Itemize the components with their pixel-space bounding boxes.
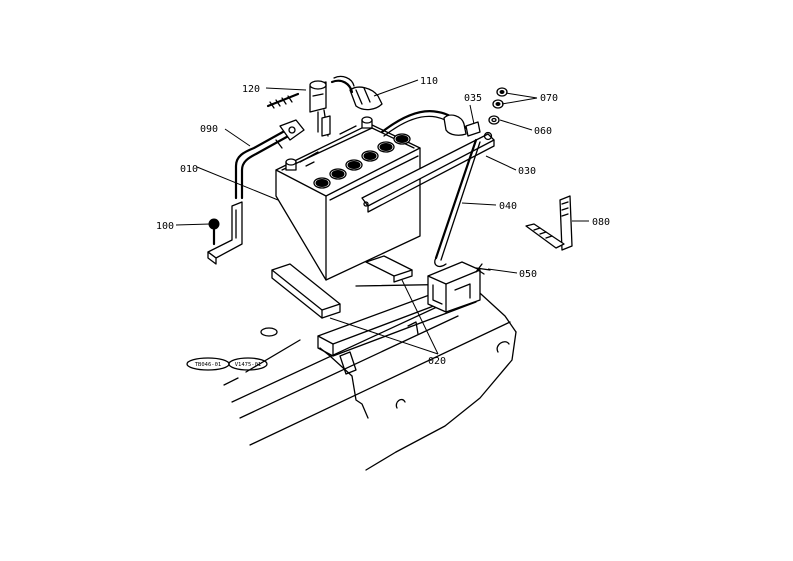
label-010: 010 [180,164,198,175]
label-060: 060 [534,126,552,137]
switch-120 [266,80,331,137]
pin-050 [475,263,491,273]
code-right: V1475-01 [235,362,262,368]
rod-040 [434,138,481,268]
part-labels: 120 110 090 010 100 035 070 060 030 040 … [156,76,610,367]
washers-060-070 [488,87,508,125]
label-035: 035 [464,93,482,104]
strap-080 [525,195,573,251]
label-110: 110 [420,76,438,87]
chassis-frame [223,283,517,471]
label-100: 100 [156,221,174,232]
leader-lines [175,79,589,355]
label-070: 070 [540,93,558,104]
label-120: 120 [242,84,260,95]
ground-strap-100 [207,201,243,265]
label-090: 090 [200,124,218,135]
label-050: 050 [519,269,537,280]
label-030: 030 [518,166,536,177]
label-020: 020 [428,356,446,367]
code-left: TB046-01 [195,362,222,368]
cable-110 [330,75,468,137]
cable-090 [234,119,305,200]
label-080: 080 [592,217,610,228]
label-040: 040 [499,201,517,212]
hold-down-bar-030 [361,131,495,213]
battery-010 [275,116,421,281]
reference-codes: TB046-01 V1475-01 [186,357,268,371]
clip-035 [465,121,481,137]
battery-tray-020 [271,255,413,319]
bracket-050 [427,261,485,313]
